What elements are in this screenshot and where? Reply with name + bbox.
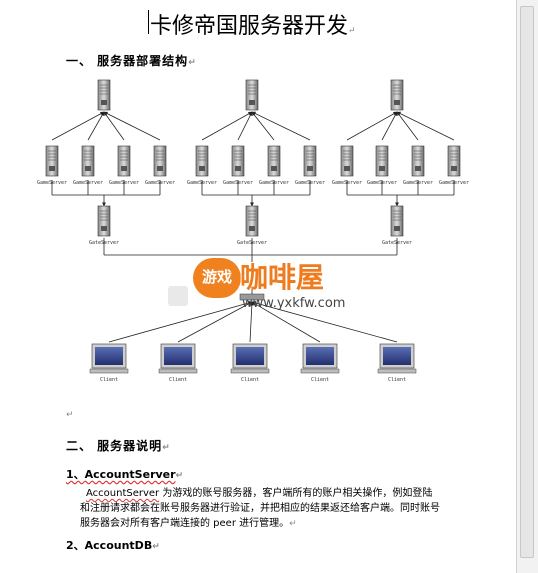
game-server-icon: GameServer xyxy=(332,145,362,186)
title-text: 卡修帝国服务器开发 xyxy=(150,14,349,39)
watermark-url: www.yxkfw.com xyxy=(242,296,346,311)
game-server-icon: GameServer xyxy=(37,145,67,186)
client-computer-icon: Client xyxy=(230,343,270,383)
node-label: GameServer xyxy=(187,180,217,186)
game-server-icon: GameServer xyxy=(145,145,175,186)
arrow-game-to-top xyxy=(201,111,253,141)
node-label: GateServer xyxy=(382,240,412,246)
top-server-icon xyxy=(97,79,111,111)
game-server-icon: GameServer xyxy=(73,145,103,186)
section-heading-1-text: 一、 服务器部署结构 xyxy=(66,54,189,68)
section-heading-1: 一、 服务器部署结构↵ xyxy=(66,52,197,69)
node-label: GameServer xyxy=(73,180,103,186)
node-label: GameServer xyxy=(439,180,469,186)
game-server-icon: GameServer xyxy=(109,145,139,186)
diagram-nodes: GameServer GameServer GameServer GameServer… xyxy=(37,79,469,383)
text-cursor xyxy=(148,10,149,34)
arrow-game-to-top xyxy=(237,111,253,141)
client-label: Client xyxy=(311,377,329,383)
subheading-account-server: 1、AccountServer↵ xyxy=(66,466,183,482)
arrow-client-to-hub xyxy=(249,301,254,343)
arrow-client-to-hub xyxy=(177,301,253,343)
node-label: GameServer xyxy=(223,180,253,186)
node-label: GameServer xyxy=(145,180,175,186)
node-label: GameServer xyxy=(295,180,325,186)
subheading-account-db: 2、AccountDB↵ xyxy=(66,537,160,553)
game-server-icon: GameServer xyxy=(187,145,217,186)
arrow-client-to-hub xyxy=(108,301,253,343)
section-heading-2-text: 二、 服务器说明 xyxy=(66,439,163,453)
scrollbar-thumb[interactable] xyxy=(520,6,534,558)
arrow-client-to-hub xyxy=(251,301,321,343)
arrow-game-to-top xyxy=(396,111,419,141)
arrow-game-to-top xyxy=(51,111,105,141)
top-server-icon xyxy=(390,79,404,111)
client-label: Client xyxy=(169,377,187,383)
top-server-icon xyxy=(245,79,259,111)
gate-server-icon: GateServer xyxy=(382,205,412,246)
game-server-icon: GameServer xyxy=(295,145,325,186)
empty-paragraph-mark: ↵ xyxy=(66,410,74,420)
watermark-badge: 游戏 xyxy=(193,258,241,298)
paragraph-mark: ↵ xyxy=(152,542,160,552)
subheading-1-text: 1、AccountServer xyxy=(66,468,176,481)
paragraph-mark: ↵ xyxy=(348,26,356,36)
paragraph-term: AccountServer xyxy=(86,488,160,499)
arrow-game-to-top xyxy=(396,111,455,141)
client-computer-icon: Client xyxy=(89,343,129,383)
arrow-game-to-top xyxy=(251,111,275,141)
game-server-icon: GameServer xyxy=(403,145,433,186)
client-computer-icon: Client xyxy=(300,343,340,383)
game-server-icon: GameServer xyxy=(223,145,253,186)
node-label: GameServer xyxy=(403,180,433,186)
paragraph-body: 为游戏的账号服务器，客户端所有的账户相关操作，例如登陆和注册请求都会在账号服务器… xyxy=(80,488,440,529)
hub-switch-icon xyxy=(239,293,265,301)
node-label: GameServer xyxy=(367,180,397,186)
node-label: GameServer xyxy=(259,180,289,186)
client-computer-icon: Client xyxy=(158,343,198,383)
arrow-game-to-top xyxy=(381,111,398,141)
node-label: GameServer xyxy=(37,180,67,186)
server-architecture-diagram: GameServer GameServer GameServer GameServer… xyxy=(37,79,469,383)
client-label: Client xyxy=(241,377,259,383)
arrow-game-to-top xyxy=(103,111,161,141)
game-server-icon: GameServer xyxy=(439,145,469,186)
arrow-client-to-hub xyxy=(251,301,398,343)
watermark-leaf-icon xyxy=(168,286,188,306)
client-label: Client xyxy=(100,377,118,383)
connection-lines xyxy=(51,111,455,343)
paragraph-mark: ↵ xyxy=(175,471,184,481)
node-label: GateServer xyxy=(89,240,119,246)
account-server-paragraph: AccountServer 为游戏的账号服务器，客户端所有的账户相关操作，例如登… xyxy=(80,486,442,532)
document-title: 卡修帝国服务器开发↵ xyxy=(150,8,356,40)
arrow-game-to-top xyxy=(87,111,105,141)
paragraph-mark: ↵ xyxy=(162,443,171,453)
section-heading-2: 二、 服务器说明↵ xyxy=(66,437,171,454)
gate-server-icon: GateServer xyxy=(237,205,267,246)
client-label: Client xyxy=(388,377,406,383)
gate-server-icon: GateServer xyxy=(89,205,119,246)
paragraph-mark: ↵ xyxy=(289,519,297,529)
paragraph-mark: ↵ xyxy=(188,58,197,68)
watermark-brand: 咖啡屋 xyxy=(240,261,325,294)
client-computer-icon: Client xyxy=(377,343,417,383)
node-label: GameServer xyxy=(109,180,139,186)
node-label: GameServer xyxy=(332,180,362,186)
game-server-icon: GameServer xyxy=(367,145,397,186)
game-server-icon: GameServer xyxy=(259,145,289,186)
arrow-game-to-top xyxy=(346,111,398,141)
arrow-game-to-top xyxy=(251,111,311,141)
arrow-game-to-top xyxy=(103,111,125,141)
subheading-2-text: 2、AccountDB xyxy=(66,539,153,552)
node-label: GateServer xyxy=(237,240,267,246)
